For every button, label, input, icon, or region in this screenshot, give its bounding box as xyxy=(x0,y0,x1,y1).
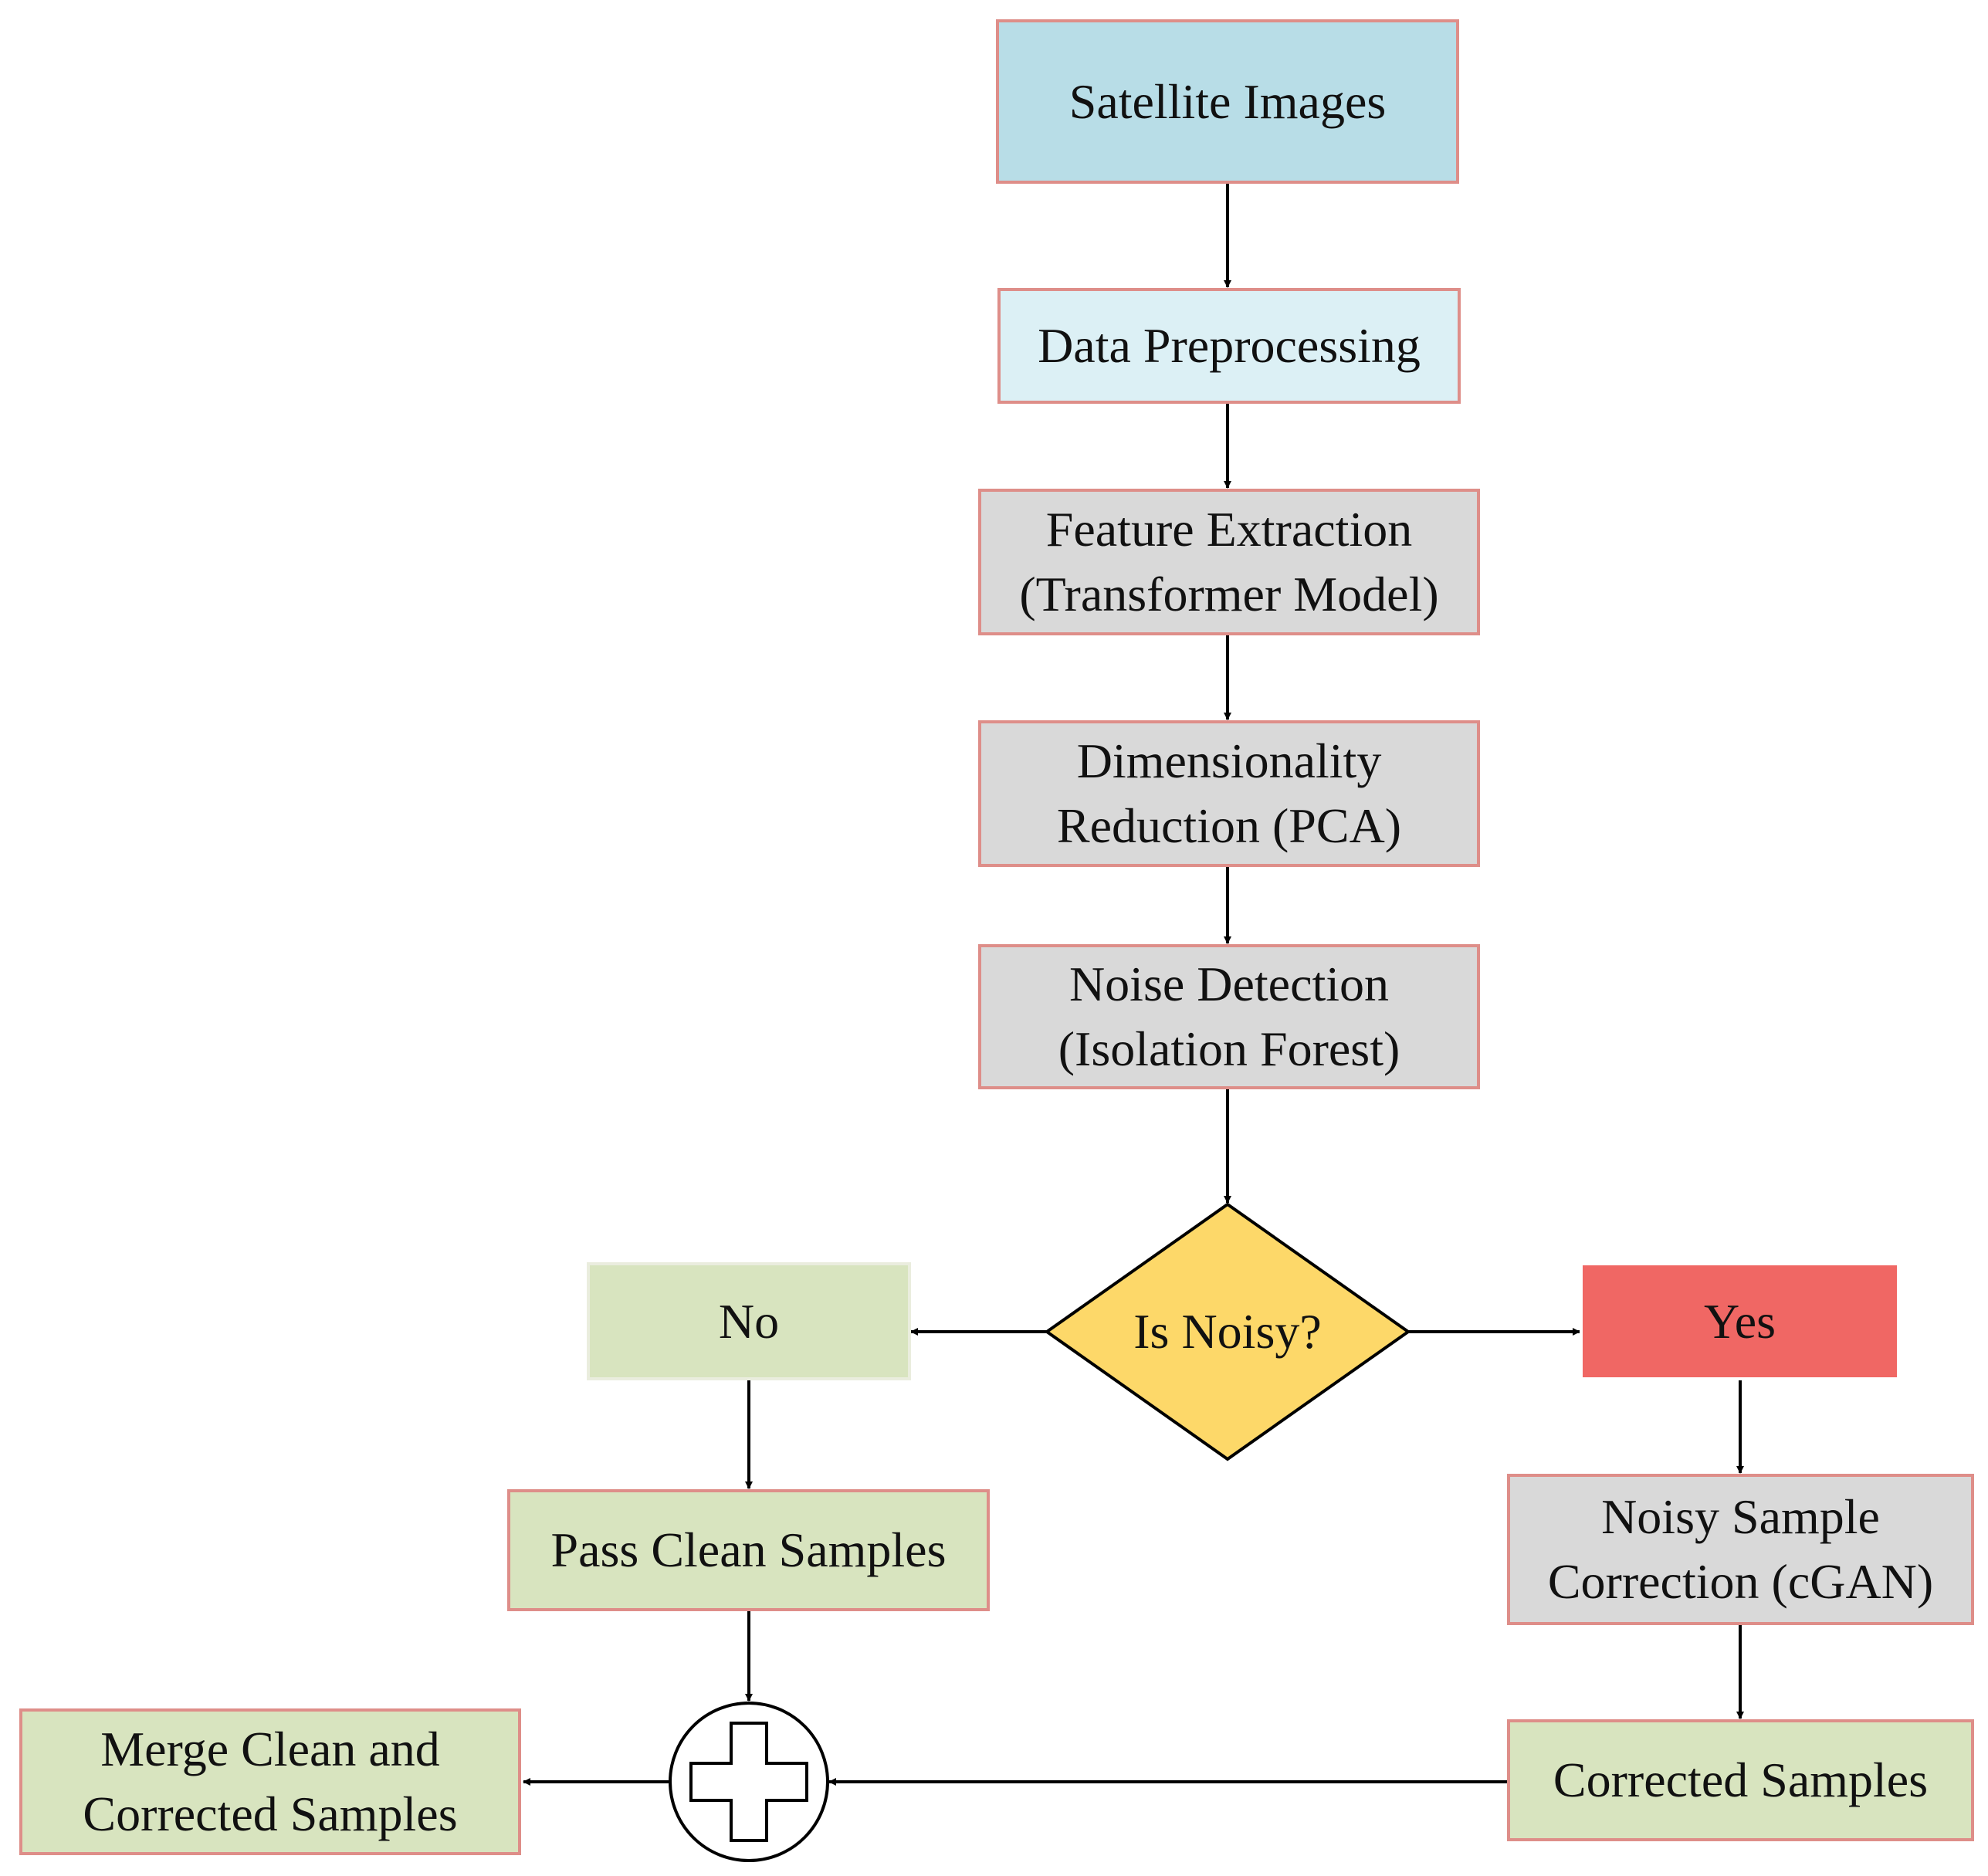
corrected-samples-label: Corrected Samples xyxy=(1553,1752,1929,1807)
branch-yes-label: Yes xyxy=(1703,1293,1776,1349)
data-preprocessing-box: Data Preprocessing xyxy=(997,288,1461,404)
merge-samples-line-1: Merge Clean and xyxy=(100,1722,440,1776)
noise-detection-box: Noise Detection (Isolation Forest) xyxy=(978,944,1480,1089)
dimensionality-reduction-line-1: Dimensionality xyxy=(1076,733,1382,788)
branch-yes-box: Yes xyxy=(1580,1262,1900,1380)
decision-diamond xyxy=(1044,1202,1411,1461)
merge-samples-line-2: Corrected Samples xyxy=(83,1786,458,1841)
pass-clean-samples-label: Pass Clean Samples xyxy=(550,1522,947,1577)
pass-clean-samples-box: Pass Clean Samples xyxy=(507,1489,990,1611)
feature-extraction-line-1: Feature Extraction xyxy=(1045,502,1413,557)
decision-label: Is Noisy? xyxy=(1133,1304,1322,1359)
branch-no-label: No xyxy=(718,1293,780,1349)
corrected-samples-box: Corrected Samples xyxy=(1507,1719,1974,1841)
merge-samples-box: Merge Clean and Corrected Samples xyxy=(19,1708,521,1855)
noisy-sample-correction-line-2: Correction (cGAN) xyxy=(1547,1554,1934,1609)
feature-extraction-box: Feature Extraction (Transformer Model) xyxy=(978,489,1480,635)
merge-plus-icon xyxy=(669,1702,829,1862)
feature-extraction-line-2: (Transformer Model) xyxy=(1019,567,1439,621)
branch-no-box: No xyxy=(587,1262,911,1380)
noise-detection-line-1: Noise Detection xyxy=(1069,957,1390,1011)
dimensionality-reduction-box: Dimensionality Reduction (PCA) xyxy=(978,720,1480,867)
noise-detection-line-2: (Isolation Forest) xyxy=(1058,1021,1400,1076)
satellite-images-box: Satellite Images xyxy=(996,19,1459,184)
noisy-sample-correction-line-1: Noisy Sample xyxy=(1601,1489,1880,1544)
data-preprocessing-label: Data Preprocessing xyxy=(1038,318,1421,373)
noisy-sample-correction-box: Noisy Sample Correction (cGAN) xyxy=(1507,1474,1974,1625)
satellite-images-label: Satellite Images xyxy=(1069,73,1387,129)
dimensionality-reduction-line-2: Reduction (PCA) xyxy=(1056,798,1402,853)
